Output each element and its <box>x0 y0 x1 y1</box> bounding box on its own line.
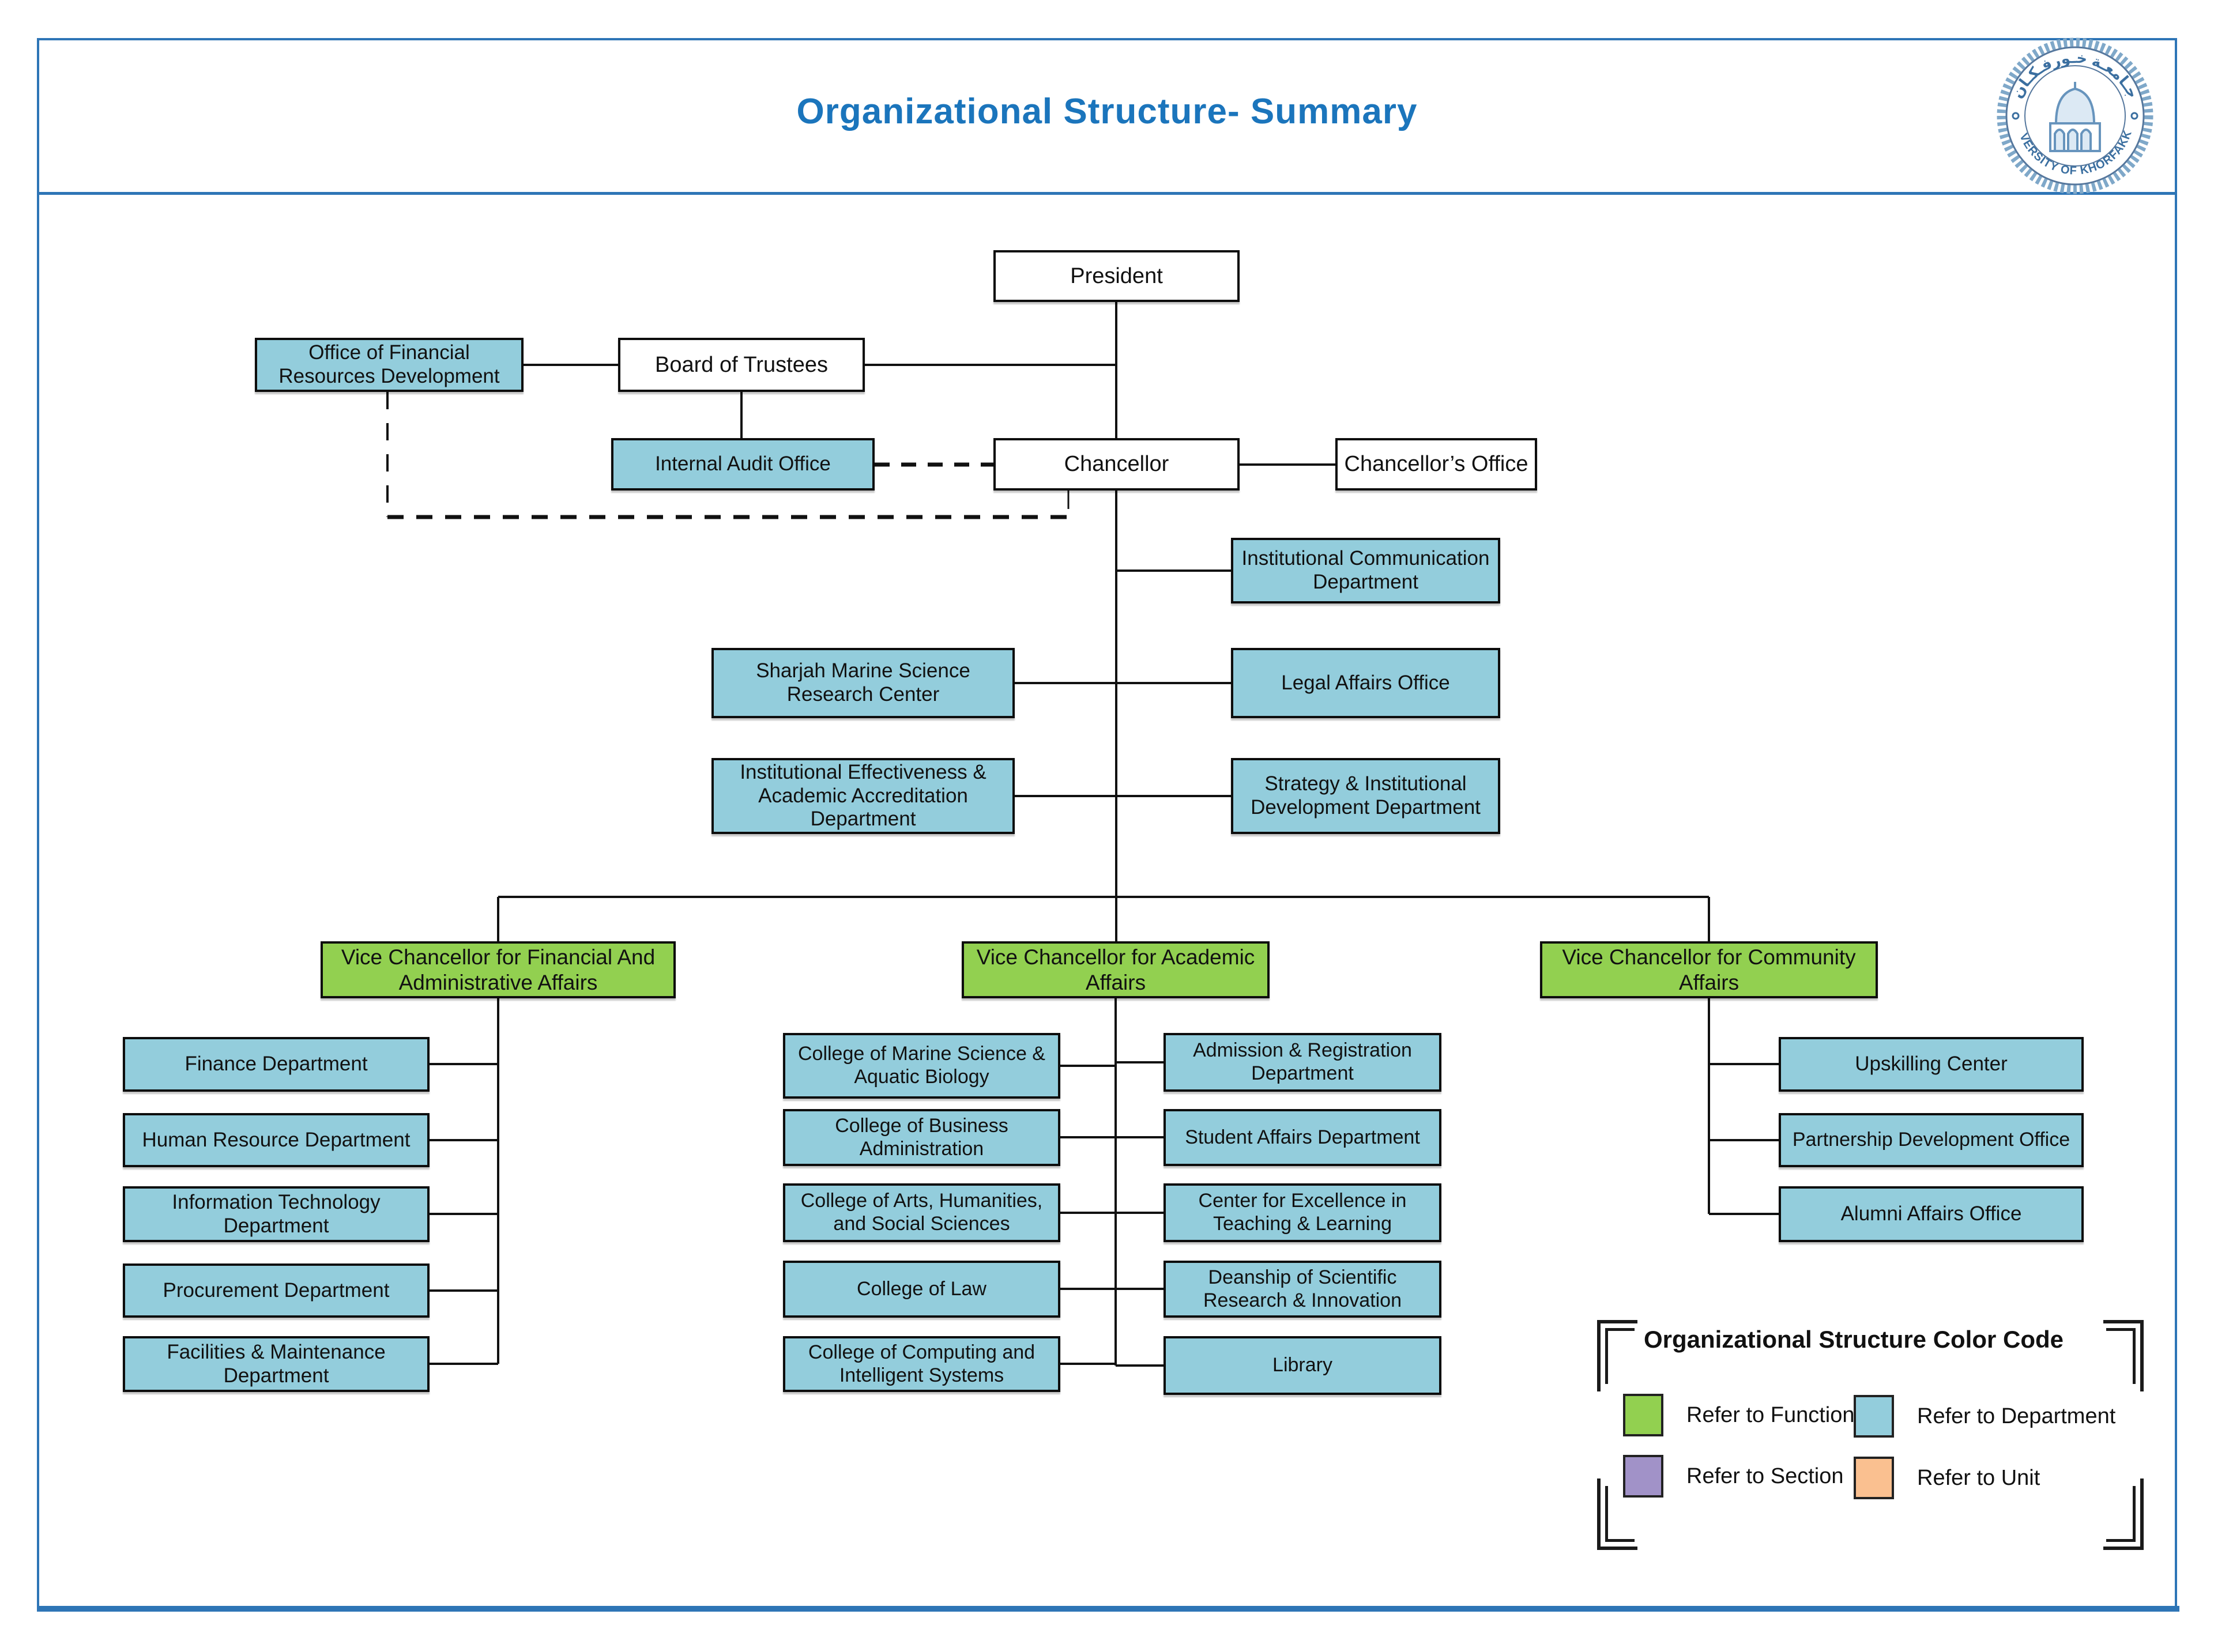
legend-corner-bottom-left <box>1597 1478 1637 1550</box>
legend-swatch-section <box>1623 1455 1663 1498</box>
node-alumni-affairs-office: Alumni Affairs Office <box>1779 1186 2084 1242</box>
node-college-arts-humanities: College of Arts, Humanities, and Social … <box>783 1183 1060 1242</box>
node-chancellor: Chancellor <box>993 438 1240 491</box>
node-partnership-development-office: Partnership Development Office <box>1779 1113 2084 1167</box>
legend-title: Organizational Structure Color Code <box>1643 1326 2064 1353</box>
node-college-business: College of Business Administration <box>783 1109 1060 1166</box>
node-student-affairs: Student Affairs Department <box>1164 1109 1441 1166</box>
legend-label-department: Refer to Department <box>1917 1404 2116 1428</box>
node-vc-community: Vice Chancellor for Community Affairs <box>1540 941 1878 998</box>
node-upskilling-center: Upskilling Center <box>1779 1037 2084 1092</box>
node-college-marine-science: College of Marine Science & Aquatic Biol… <box>783 1033 1060 1099</box>
node-office-financial-resources: Office of Financial Resources Developmen… <box>255 338 524 392</box>
node-vc-academic: Vice Chancellor for Academic Affairs <box>962 941 1270 998</box>
node-facilities-maintenance-department: Facilities & Maintenance Department <box>123 1336 430 1392</box>
node-college-law: College of Law <box>783 1261 1060 1318</box>
page-title: Organizational Structure- Summary <box>796 92 1418 131</box>
node-sharjah-marine-research-center: Sharjah Marine Science Research Center <box>711 648 1015 718</box>
legend-label-function: Refer to Function <box>1686 1402 1855 1427</box>
legend-swatch-department <box>1854 1395 1894 1438</box>
node-library: Library <box>1164 1336 1441 1395</box>
node-deanship-scientific-research: Deanship of Scientific Research & Innova… <box>1164 1261 1441 1318</box>
node-center-excellence-teaching: Center for Excellence in Teaching & Lear… <box>1164 1183 1441 1242</box>
bottom-rule <box>37 1606 2179 1612</box>
node-chancellors-office: Chancellor’s Office <box>1335 438 1537 491</box>
node-board-of-trustees: Board of Trustees <box>618 338 865 392</box>
mosque-icon <box>2049 82 2101 152</box>
node-legal-affairs-office: Legal Affairs Office <box>1231 648 1500 718</box>
legend-corner-bottom-right <box>2103 1478 2144 1550</box>
node-institutional-communication: Institutional Communication Department <box>1231 538 1500 604</box>
legend-swatch-function <box>1623 1394 1663 1436</box>
node-procurement-department: Procurement Department <box>123 1263 430 1318</box>
node-college-computing: College of Computing and Intelligent Sys… <box>783 1336 1060 1392</box>
legend-corner-top-right <box>2103 1320 2144 1391</box>
node-strategy-development: Strategy & Institutional Development Dep… <box>1231 758 1500 834</box>
node-institutional-effectiveness: Institutional Effectiveness & Academic A… <box>711 758 1015 834</box>
legend-corner-top-left <box>1597 1320 1637 1391</box>
node-vc-financial-admin: Vice Chancellor for Financial And Admini… <box>321 941 676 998</box>
node-finance-department: Finance Department <box>123 1037 430 1092</box>
legend-swatch-unit <box>1854 1457 1894 1499</box>
legend-label-unit: Refer to Unit <box>1917 1465 2040 1490</box>
node-information-technology-department: Information Technology Department <box>123 1186 430 1242</box>
node-human-resource-department: Human Resource Department <box>123 1113 430 1167</box>
legend-label-section: Refer to Section <box>1686 1464 1844 1488</box>
node-admission-registration: Admission & Registration Department <box>1164 1033 1441 1092</box>
node-president: President <box>993 250 1240 302</box>
university-logo: جـامعـة خـورفـكـان UNIVERSITY OF KHORFAK… <box>1995 36 2153 194</box>
node-internal-audit-office: Internal Audit Office <box>611 438 875 491</box>
header-separator <box>37 192 2177 195</box>
